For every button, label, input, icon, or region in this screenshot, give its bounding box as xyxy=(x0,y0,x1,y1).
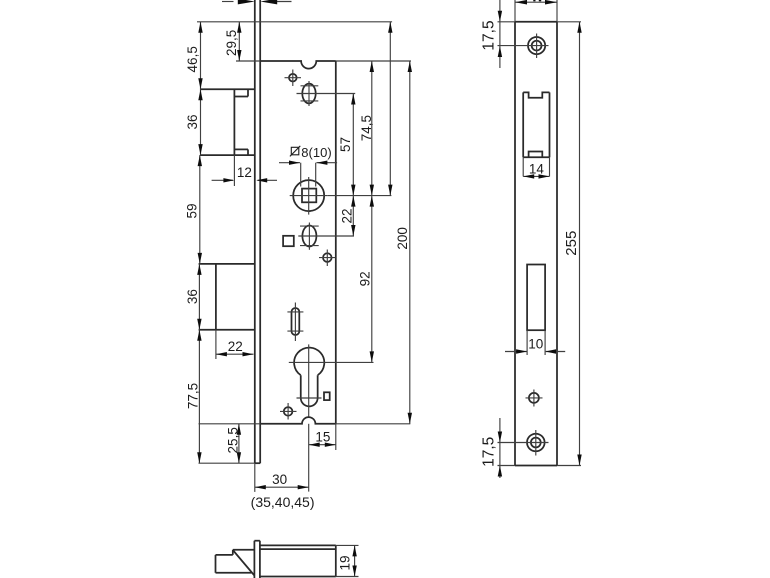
svg-text:14: 14 xyxy=(529,161,545,176)
svg-text:36: 36 xyxy=(185,114,200,129)
svg-text:200: 200 xyxy=(395,227,410,250)
svg-text:92: 92 xyxy=(358,271,373,286)
svg-text:10: 10 xyxy=(528,337,543,352)
svg-text:(35,40,45): (35,40,45) xyxy=(251,494,315,510)
svg-text:57: 57 xyxy=(338,137,353,152)
svg-text:59: 59 xyxy=(184,203,199,218)
svg-text:25,5: 25,5 xyxy=(225,427,240,453)
svg-text:74,5: 74,5 xyxy=(359,115,374,141)
svg-text:12: 12 xyxy=(237,165,252,180)
svg-text:22: 22 xyxy=(340,208,355,223)
svg-text:29,5: 29,5 xyxy=(224,30,239,56)
svg-text:17,5: 17,5 xyxy=(480,20,497,50)
svg-text:36: 36 xyxy=(185,289,200,304)
svg-text:8(10): 8(10) xyxy=(301,145,331,160)
svg-text:46,5: 46,5 xyxy=(185,46,200,72)
svg-text:30: 30 xyxy=(272,472,287,487)
svg-text:255: 255 xyxy=(563,231,580,256)
svg-text:77,5: 77,5 xyxy=(186,383,201,409)
svg-text:19: 19 xyxy=(337,555,352,570)
svg-text:17,5: 17,5 xyxy=(481,437,498,467)
svg-text:22: 22 xyxy=(228,339,243,354)
svg-text:15: 15 xyxy=(315,429,330,444)
